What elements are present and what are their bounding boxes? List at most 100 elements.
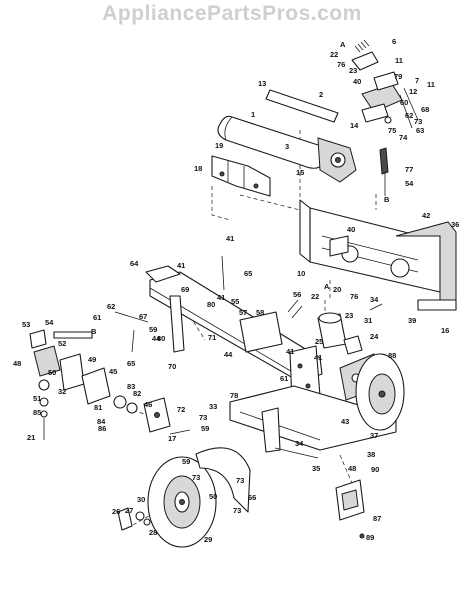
part-label-32: 32 — [58, 387, 66, 396]
part-label-66: 66 — [248, 493, 256, 502]
part-label-A: A — [324, 282, 330, 291]
part-label-73: 73 — [414, 117, 422, 126]
part-label-26: 26 — [112, 507, 120, 516]
part-label-78: 78 — [230, 391, 238, 400]
part-label-79: 79 — [394, 72, 402, 81]
part-label-30: 30 — [137, 495, 145, 504]
part-label-34: 34 — [370, 295, 379, 304]
part-label-59: 59 — [201, 424, 209, 433]
part-label-7: 7 — [415, 76, 419, 85]
part-label-73: 73 — [192, 473, 200, 482]
part-label-75: 75 — [388, 126, 396, 135]
part-label-50: 50 — [48, 368, 56, 377]
part-label-59: 59 — [182, 457, 190, 466]
part-label-14: 14 — [350, 121, 359, 130]
part-label-52: 52 — [58, 339, 66, 348]
part-label-41: 41 — [177, 261, 185, 270]
part-label-A: A — [340, 40, 346, 49]
part-label-41: 41 — [217, 293, 225, 302]
part-label-41: 41 — [226, 234, 234, 243]
coupler-assembly — [113, 395, 171, 433]
part-label-62: 62 — [405, 111, 413, 120]
part-label-57: 57 — [239, 308, 247, 317]
part-label-22: 22 — [330, 50, 338, 59]
right-wheel — [355, 353, 405, 431]
part-label-54: 54 — [405, 179, 414, 188]
part-label-61: 61 — [280, 374, 288, 383]
part-label-81: 81 — [94, 403, 102, 412]
part-label-40: 40 — [347, 225, 355, 234]
pins-and-bolts — [114, 255, 383, 459]
part-label-76: 76 — [337, 60, 345, 69]
part-label-13: 13 — [258, 79, 266, 88]
part-label-35: 35 — [312, 464, 320, 473]
part-label-28: 28 — [149, 528, 157, 537]
part-label-54: 54 — [45, 318, 54, 327]
part-label-53: 53 — [22, 320, 30, 329]
part-label-23: 23 — [349, 66, 357, 75]
part-label-87: 87 — [373, 514, 381, 523]
part-label-41: 41 — [314, 353, 322, 362]
part-label-51: 51 — [33, 394, 41, 403]
part-label-29: 29 — [204, 535, 212, 544]
part-label-11: 11 — [427, 80, 435, 89]
part-label-38: 38 — [367, 450, 375, 459]
part-label-74: 74 — [399, 133, 408, 142]
part-label-45: 45 — [109, 367, 117, 376]
part-label-67: 67 — [139, 312, 147, 321]
pump-assembly — [29, 329, 111, 440]
part-label-11: 11 — [395, 56, 403, 65]
part-label-25: 25 — [315, 337, 323, 346]
part-label-65: 65 — [127, 359, 135, 368]
part-label-69: 69 — [181, 285, 189, 294]
part-label-58: 58 — [256, 308, 264, 317]
part-label-71: 71 — [208, 333, 216, 342]
part-label-1: 1 — [251, 110, 255, 119]
part-label-18: 18 — [194, 164, 202, 173]
part-label-86: 86 — [98, 424, 106, 433]
part-label-70: 70 — [168, 362, 176, 371]
part-label-65: 65 — [244, 269, 252, 278]
part-label-90: 90 — [371, 465, 379, 474]
part-label-80: 80 — [157, 334, 165, 343]
part-label-80: 80 — [207, 300, 215, 309]
control-valve — [351, 51, 419, 196]
part-label-B: B — [384, 195, 390, 204]
part-label-20: 20 — [333, 285, 341, 294]
part-label-17: 17 — [168, 434, 176, 443]
hydraulic-cylinder — [217, 89, 357, 183]
part-label-24: 24 — [370, 332, 379, 341]
part-label-62: 62 — [107, 302, 115, 311]
part-label-23: 23 — [345, 311, 353, 320]
part-label-42: 42 — [422, 211, 430, 220]
part-label-82: 82 — [133, 389, 141, 398]
part-label-31: 31 — [364, 316, 372, 325]
beam-mount-bracket — [211, 155, 271, 197]
part-label-48: 48 — [348, 464, 356, 473]
part-label-34: 34 — [295, 439, 304, 448]
part-label-41: 41 — [286, 347, 294, 356]
part-label-6: 6 — [392, 37, 396, 46]
hub-parts — [117, 507, 151, 531]
part-label-83: 83 — [127, 382, 135, 391]
part-label-2: 2 — [319, 90, 323, 99]
fender — [195, 447, 251, 513]
part-label-10: 10 — [297, 269, 305, 278]
left-wheel — [147, 456, 217, 548]
part-label-36: 36 — [451, 220, 459, 229]
part-label-72: 72 — [177, 405, 185, 414]
part-label-73: 73 — [233, 506, 241, 515]
part-label-49: 49 — [88, 355, 96, 364]
part-label-48: 48 — [13, 359, 21, 368]
part-label-40: 40 — [353, 77, 361, 86]
part-label-3: 3 — [285, 142, 289, 151]
part-label-73: 73 — [236, 476, 244, 485]
part-label-56: 56 — [293, 290, 301, 299]
part-label-88: 88 — [388, 351, 396, 360]
part-label-61: 61 — [93, 313, 101, 322]
part-label-B: B — [91, 327, 97, 336]
part-label-77: 77 — [405, 165, 413, 174]
part-label-43: 43 — [341, 417, 349, 426]
part-label-46: 46 — [144, 400, 152, 409]
